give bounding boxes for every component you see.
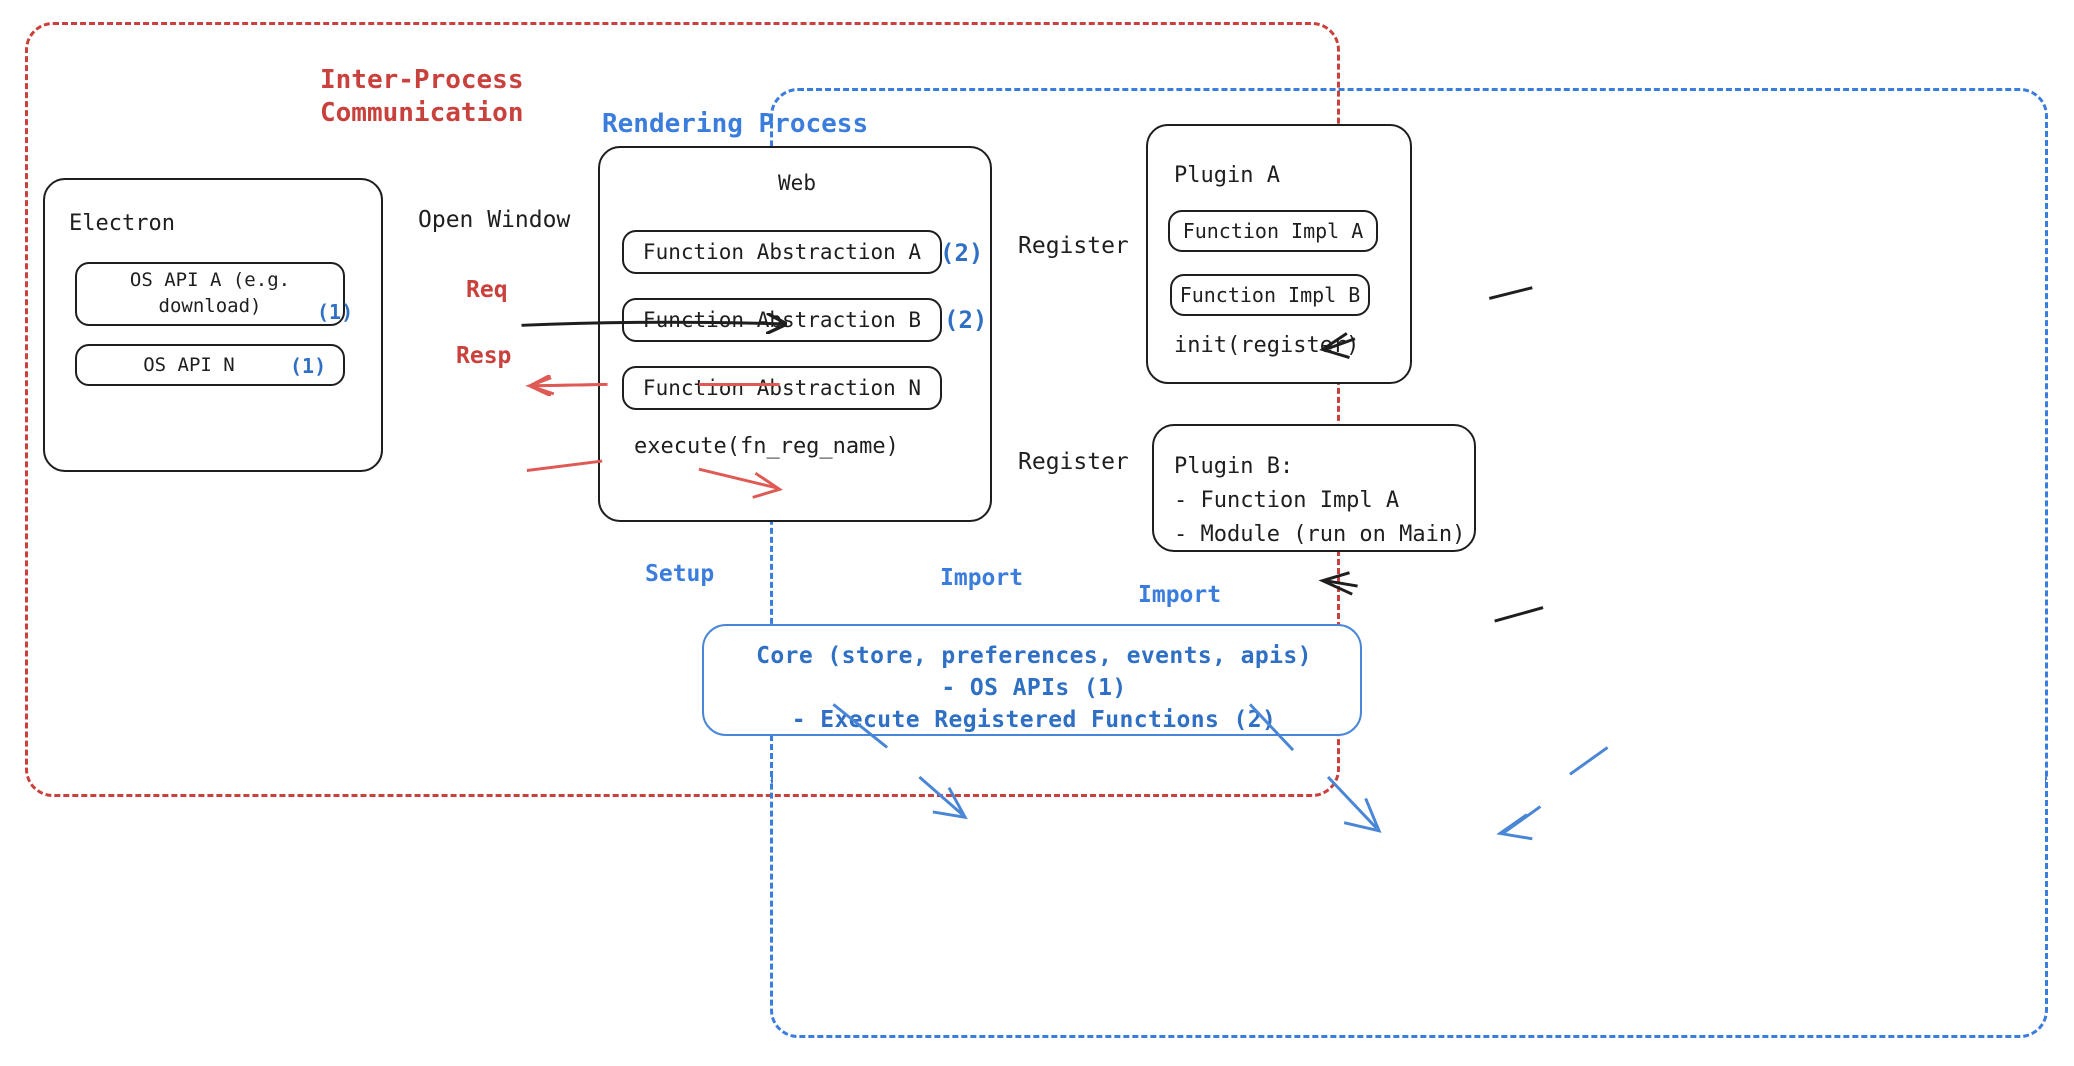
- core-line-3: - Execute Registered Functions (2): [791, 707, 1277, 733]
- resp-label: Resp: [456, 343, 512, 369]
- plugin-a-impl-a-box[interactable]: Function Impl A: [1168, 210, 1378, 252]
- function-abstraction-b-marker: (2): [944, 306, 988, 334]
- os-api-a-box[interactable]: OS API A (e.g. download): [75, 262, 345, 326]
- os-api-n-box[interactable]: OS API N: [75, 344, 345, 386]
- plugin-b-line-3: - Module (run on Main): [1174, 522, 1466, 548]
- req-label: Req: [466, 277, 508, 303]
- os-api-n-label: OS API N: [143, 354, 235, 376]
- import-web-label: Import: [940, 565, 1024, 591]
- plugin-a-impl-b-box[interactable]: Function Impl B: [1170, 274, 1370, 316]
- function-abstraction-a-marker: (2): [940, 239, 984, 267]
- plugin-b-line-1: Plugin B:: [1174, 454, 1294, 479]
- os-api-a-label: OS API A (e.g. download): [129, 269, 291, 317]
- plugin-a-title: Plugin A: [1174, 163, 1280, 188]
- web-execute-label: execute(fn_reg_name): [634, 434, 899, 459]
- web-box: Web Function Abstraction A Function Abst…: [598, 146, 992, 522]
- rendering-process-label: Rendering Process: [602, 109, 869, 139]
- web-title: Web: [778, 171, 816, 195]
- plugin-b-line-2: - Function Impl A: [1174, 488, 1400, 514]
- core-box: Core (store, preferences, events, apis) …: [702, 624, 1362, 736]
- plugin-a-init-label: init(register): [1174, 333, 1360, 358]
- os-api-a-marker: (1): [317, 300, 354, 324]
- plugin-a-impl-a-label: Function Impl A: [1182, 219, 1364, 243]
- setup-label: Setup: [645, 561, 715, 587]
- ipc-container: [25, 22, 1340, 797]
- plugin-a-impl-b-label: Function Impl B: [1179, 283, 1361, 307]
- function-abstraction-b-box[interactable]: Function Abstraction B: [622, 298, 942, 342]
- open-window-label: Open Window: [418, 207, 571, 233]
- plugin-b-box: Plugin B: - Function Impl A - Module (run …: [1152, 424, 1476, 552]
- core-line-1: Core (store, preferences, events, apis): [756, 643, 1312, 669]
- register-b-label: Register: [1018, 449, 1129, 475]
- function-abstraction-b-label: Function Abstraction B: [642, 308, 922, 332]
- function-abstraction-a-box[interactable]: Function Abstraction A: [622, 230, 942, 274]
- plugin-b-lines: Plugin B: - Function Impl A - Module (run …: [1174, 450, 1465, 552]
- function-abstraction-n-box[interactable]: Function Abstraction N: [622, 366, 942, 410]
- electron-title: Electron: [69, 211, 175, 236]
- rendering-process-container-bottom: [770, 780, 2048, 1038]
- electron-box: Electron OS API A (e.g. download) (1) OS…: [43, 178, 383, 472]
- os-api-n-marker: (1): [290, 354, 327, 378]
- function-abstraction-n-label: Function Abstraction N: [642, 376, 922, 400]
- plugin-a-box: Plugin A Function Impl A Function Impl B…: [1146, 124, 1412, 384]
- core-line-2: - OS APIs (1): [941, 675, 1127, 701]
- function-abstraction-a-label: Function Abstraction A: [642, 240, 922, 264]
- import-plugin-label: Import: [1138, 582, 1222, 608]
- register-a-label: Register: [1018, 233, 1129, 259]
